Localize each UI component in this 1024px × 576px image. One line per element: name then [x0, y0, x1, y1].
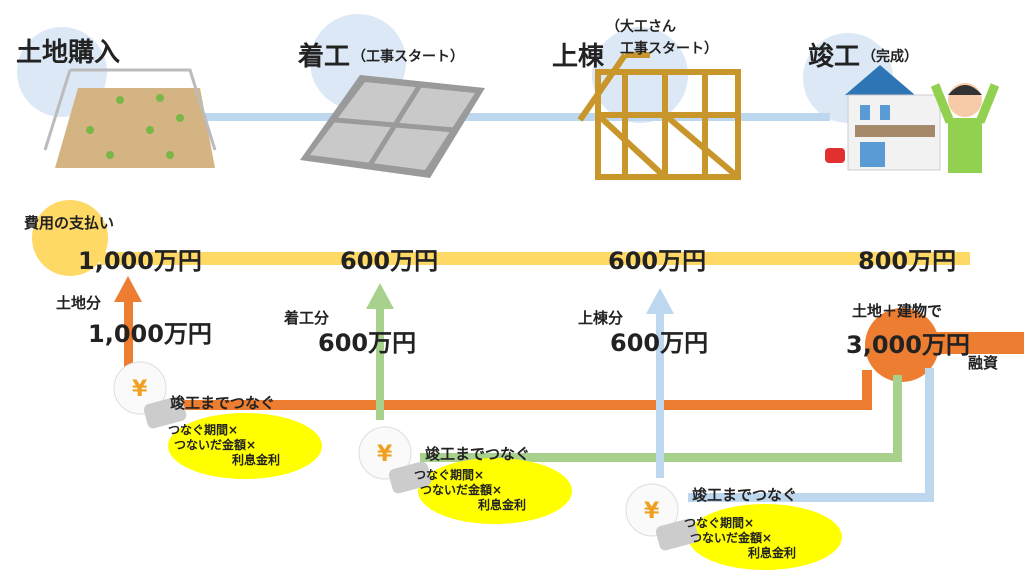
note-line: 利息金利 [478, 498, 527, 512]
note-line: 利息金利 [232, 453, 281, 467]
green-loan-flow [366, 283, 902, 462]
svg-text:¥: ¥ [132, 377, 148, 402]
financing-tag: 融資 [968, 354, 999, 372]
interest-note-bubble [688, 504, 842, 570]
completed-house-icon [825, 65, 941, 171]
house-frame-icon [577, 52, 741, 180]
money-bag-icon: ¥ [358, 426, 432, 494]
interest-note-bubble [168, 413, 322, 479]
stage-subtitle: 工事スタート） [620, 41, 718, 57]
stage-subtitle: （工事スタート） [352, 49, 464, 65]
blue-loan-flow [646, 288, 934, 502]
payment-amount: 800万円 [858, 247, 957, 275]
happy-person-icon [930, 83, 1000, 173]
stage-title-framing: 上棟 [552, 42, 605, 72]
loan-amount: 600万円 [318, 329, 417, 357]
note-line: 利息金利 [748, 546, 797, 560]
loan-label: 着工分 [284, 309, 330, 327]
bridge-label: 竣工までつなぐ [692, 486, 798, 504]
financing-amount: 3,000万円 [846, 331, 970, 359]
bridge-label: 竣工までつなぐ [170, 394, 276, 412]
payment-label: 費用の支払い [24, 214, 115, 232]
note-line: つなぐ期間× [168, 423, 239, 437]
note-line: つなぐ期間× [414, 468, 485, 482]
money-bag-icon: ¥ [113, 361, 187, 429]
stage-subtitle: （大工さん [606, 19, 676, 35]
payment-circle [32, 200, 108, 276]
payment-amount: 600万円 [608, 247, 707, 275]
money-bag-icon: ¥ [625, 483, 699, 551]
note-line: つなぐ期間× [684, 516, 755, 530]
stage-title-land-purchase: 土地購入 [16, 38, 121, 68]
note-line: つないだ金額× [690, 531, 773, 545]
payment-amount: 1,000万円 [78, 247, 202, 275]
payment-amount: 600万円 [340, 247, 439, 275]
payment-bar [100, 252, 970, 265]
orange-loan-flow [114, 276, 872, 410]
financing-label: 土地＋建物で [852, 302, 943, 320]
loan-label: 土地分 [56, 294, 102, 312]
svg-text:¥: ¥ [377, 442, 393, 467]
land-plot-icon [43, 68, 217, 168]
loan-label: 上棟分 [578, 309, 624, 327]
stage-subtitle: （完成） [862, 49, 918, 65]
stage-title-groundbreaking: 着工 [298, 42, 351, 72]
bridge-label: 竣工までつなぐ [425, 445, 531, 463]
foundation-icon [300, 75, 485, 178]
interest-note: つなぐ期間× つないだ金額× 利息金利 [684, 516, 796, 561]
note-line: つないだ金額× [420, 483, 503, 497]
interest-note-bubble [418, 458, 572, 524]
loan-amount: 600万円 [610, 329, 709, 357]
stage-title-completion: 竣工 [808, 42, 861, 72]
timeline-line [200, 113, 830, 121]
interest-note: つなぐ期間× つないだ金額× 利息金利 [168, 423, 280, 468]
loan-amount: 1,000万円 [88, 320, 212, 348]
interest-note: つなぐ期間× つないだ金額× 利息金利 [414, 468, 526, 513]
financing-bar [900, 332, 1024, 354]
note-line: つないだ金額× [174, 438, 257, 452]
svg-text:¥: ¥ [644, 499, 660, 524]
